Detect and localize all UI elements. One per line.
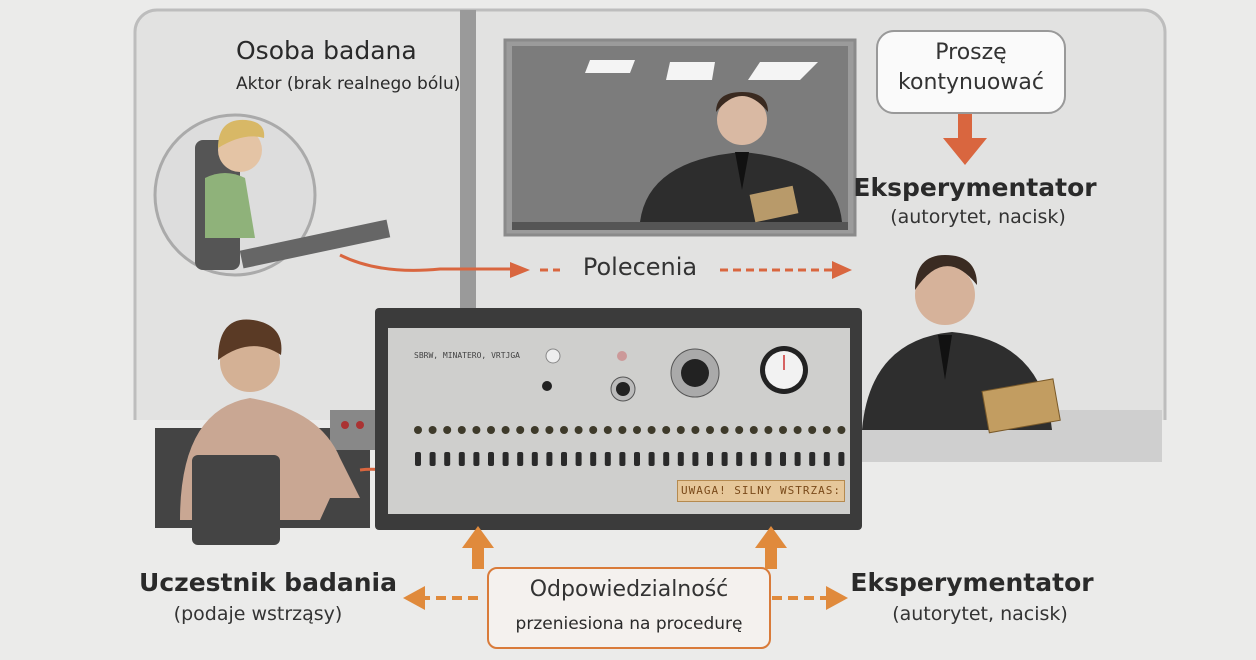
speech-line-1: Proszę <box>935 40 1007 65</box>
indicator-lamp <box>822 426 831 434</box>
indicator-lamp <box>647 426 656 434</box>
shock-switch[interactable] <box>721 452 728 466</box>
shock-switch[interactable] <box>794 452 801 466</box>
shock-switch[interactable] <box>502 452 509 466</box>
responsibility-title: Odpowiedzialność <box>529 577 729 602</box>
indicator-lamp <box>706 426 714 434</box>
shock-switch[interactable] <box>823 452 830 466</box>
shock-switch[interactable] <box>663 452 670 466</box>
indicator-lamp <box>530 426 539 434</box>
experimenter-bottom-title: Eksperymentator <box>850 568 1094 597</box>
shock-switch[interactable] <box>619 452 626 466</box>
experimenter-top-subtitle: (autorytet, nacisk) <box>890 206 1066 228</box>
indicator-lamp <box>662 426 671 434</box>
switch-row <box>414 426 846 466</box>
shock-switch[interactable] <box>546 452 553 466</box>
indicator-lamp <box>618 426 627 434</box>
shock-switch[interactable] <box>707 452 713 466</box>
indicator-lamp <box>749 426 758 434</box>
indicator-lamp <box>457 426 466 434</box>
shock-switch[interactable] <box>634 452 640 466</box>
shock-switch[interactable] <box>444 452 451 466</box>
indicator-lamp <box>837 426 846 434</box>
shock-switch[interactable] <box>648 452 655 466</box>
indicator-lamp <box>428 426 437 434</box>
indicator-lamp <box>735 426 744 434</box>
shock-switch[interactable] <box>590 452 597 466</box>
shock-switch[interactable] <box>692 452 699 466</box>
indicator-lamp <box>808 426 817 434</box>
participant-title: Uczestnik badania <box>139 568 397 597</box>
indicator-lamp <box>691 426 700 434</box>
machine-header: SBRW, MINATERO, VRTJGA <box>414 351 520 360</box>
commands-label: Polecenia <box>582 253 698 281</box>
shock-switch[interactable] <box>429 452 436 466</box>
experimenter-bottom-subtitle: (autorytet, nacisk) <box>892 603 1068 625</box>
shock-switch[interactable] <box>838 452 845 466</box>
indicator-lamp <box>472 426 481 434</box>
shock-switch[interactable] <box>677 452 684 466</box>
speech-line-2: kontynuować <box>898 70 1044 95</box>
shock-switch[interactable] <box>780 452 786 466</box>
indicator-lamp <box>589 426 598 434</box>
subject-title: Osoba badana <box>236 36 417 65</box>
shock-switch[interactable] <box>415 452 421 466</box>
shock-switch[interactable] <box>575 452 582 466</box>
indicator-lamp <box>793 426 802 434</box>
indicator-lamp <box>779 426 787 434</box>
indicator-lamp <box>603 426 612 434</box>
shock-switch[interactable] <box>809 452 816 466</box>
indicator-lamp <box>487 426 495 434</box>
responsibility-subtitle: przeniesiona na procedurę <box>515 614 743 634</box>
indicator-lamp <box>443 426 452 434</box>
shock-switch[interactable] <box>458 452 465 466</box>
shock-switch[interactable] <box>561 452 567 466</box>
shock-switch[interactable] <box>604 452 611 466</box>
warning-label: UWAGA! SILNY WSTRZAS: <box>677 480 845 502</box>
indicator-lamp <box>516 426 525 434</box>
shock-switch[interactable] <box>473 452 480 466</box>
speech-bubble: Proszę kontynuować <box>876 30 1066 114</box>
shock-switch[interactable] <box>517 452 524 466</box>
shock-switch[interactable] <box>750 452 757 466</box>
indicator-lamp <box>676 426 685 434</box>
participant-subtitle: (podaje wstrząsy) <box>173 603 343 625</box>
indicator-lamp <box>414 426 422 434</box>
subject-subtitle: Aktor (brak realnego bólu) <box>236 74 461 94</box>
indicator-lamp <box>501 426 510 434</box>
indicator-lamp <box>633 426 641 434</box>
indicator-lamp <box>545 426 554 434</box>
arrow-down-icon <box>943 138 987 165</box>
shock-switch[interactable] <box>736 452 743 466</box>
indicator-lamp <box>720 426 729 434</box>
indicator-lamp <box>574 426 583 434</box>
experimenter-top-title: Eksperymentator <box>853 173 1097 202</box>
experimenter-on-screen <box>717 95 767 145</box>
responsibility-box: Odpowiedzialność przeniesiona na procedu… <box>487 567 771 649</box>
indicator-lamp <box>764 426 773 434</box>
shock-switch[interactable] <box>765 452 772 466</box>
shock-switch[interactable] <box>488 452 494 466</box>
indicator-lamp <box>560 426 568 434</box>
shock-switch[interactable] <box>531 452 538 466</box>
